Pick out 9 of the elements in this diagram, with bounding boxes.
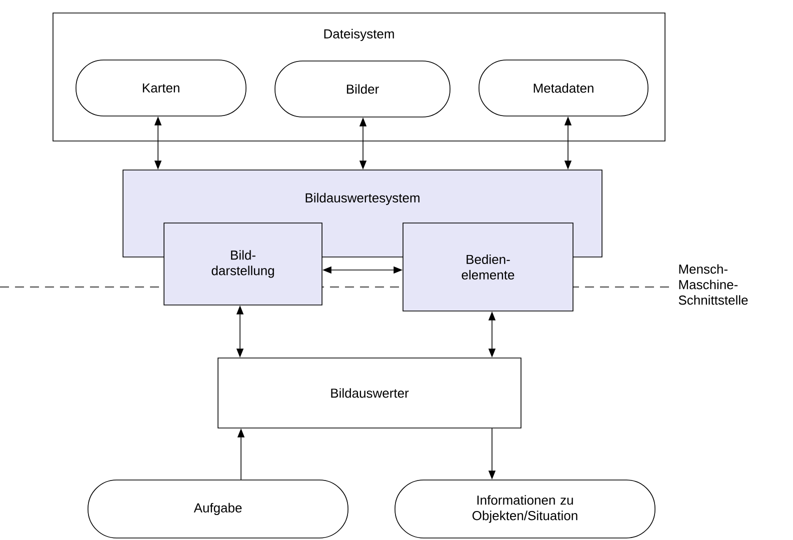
storage-pill: Karten: [76, 60, 246, 116]
process-box: Bildauswerter: [218, 358, 522, 428]
output-pill: Informationen zu Objekten/Situation: [394, 480, 656, 538]
component-box: Bild- darstellung: [164, 222, 322, 306]
component-box: Bedien- elemente: [402, 222, 574, 312]
boundary-label: Mensch- Maschine- Schnittstelle: [678, 264, 748, 305]
storage-pill: Metadaten: [478, 60, 648, 116]
input-pill: Aufgabe: [88, 480, 348, 538]
storage-pill: Bilder: [274, 60, 450, 118]
